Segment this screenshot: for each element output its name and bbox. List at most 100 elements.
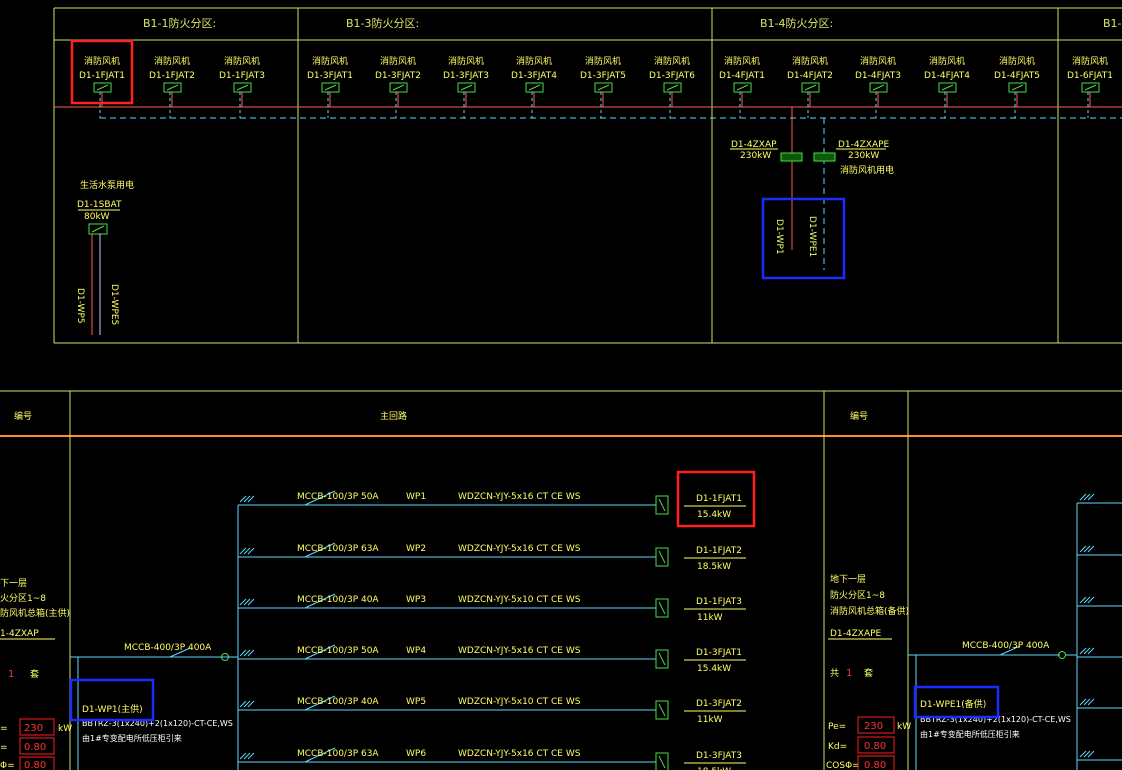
- right-cos-value: 0.80: [864, 760, 886, 770]
- incomer1-cable: BBTRZ-3(1x240)+2(1x120)-CT-CE,WS: [82, 719, 233, 728]
- fan-title: 消防风机: [84, 55, 120, 67]
- main-breaker-label: MCCB-400/3P 400A: [124, 643, 212, 653]
- incomer2-cable: BBTRZ-3(1x240)+2(1x120)-CT-CE,WS: [920, 715, 1071, 724]
- main-breaker2-label: MCCB-400/3P 400A: [962, 641, 1050, 651]
- zxape-note: 消防风机用电: [840, 164, 894, 176]
- incomer1-source: 由1#专变配电所低压柜引来: [82, 733, 182, 743]
- load-power: 11kW: [697, 715, 723, 725]
- left-cos-value: 0.80: [24, 760, 46, 770]
- incomer-left: MCCB-400/3P 400A D1-WP1(主供) BBTRZ-3(1x24…: [70, 505, 239, 770]
- load-power: 11kW: [697, 613, 723, 623]
- fan-code: D1-3FJAT1: [307, 71, 353, 81]
- fan-unit: 消防风机 D1-4FJAT3: [855, 55, 901, 118]
- right-panel-line: 防火分区1~8: [830, 589, 885, 601]
- load-power: 15.4kW: [697, 510, 731, 520]
- load-terminal-icon: [655, 700, 669, 720]
- fan-title: 消防风机: [585, 55, 621, 67]
- fan-title: 消防风机: [224, 55, 260, 67]
- fan-code: D1-1FJAT1: [79, 71, 125, 81]
- fan-title: 消防风机: [516, 55, 552, 67]
- left-panel-line: 火分区1~8: [0, 593, 46, 604]
- load-power: 18.5kW: [697, 767, 731, 770]
- load-code: D1-1FJAT3: [696, 597, 742, 607]
- load-code: D1-1FJAT2: [696, 546, 742, 556]
- left-pe-label: =: [0, 724, 8, 734]
- right-branch-stubs: [1077, 493, 1122, 761]
- load-terminal-icon: [655, 752, 669, 770]
- fan-title: 消防风机: [929, 55, 965, 67]
- fan-code: D1-3FJAT4: [511, 71, 557, 81]
- breaker-label: MCCB-100/3P 40A: [297, 697, 379, 707]
- right-panel-line: 消防风机总箱(备供): [830, 605, 909, 617]
- fan-code: D1-4FJAT3: [855, 71, 901, 81]
- fan-code: D1-3FJAT3: [443, 71, 489, 81]
- left-kd-label: =: [0, 743, 8, 753]
- highlight-box-blue: [69, 678, 155, 722]
- cable-label: WDZCN-YJY-5x16 CT CE WS: [458, 646, 581, 656]
- fan-title: 消防风机: [860, 55, 896, 67]
- zxap-code: D1-4ZXAP: [731, 140, 777, 150]
- fan-code: D1-3FJAT6: [649, 71, 695, 81]
- breaker-label: MCCB-100/3P 63A: [297, 544, 379, 554]
- breaker-label: MCCB-100/3P 40A: [297, 595, 379, 605]
- left-panel-count: 1: [8, 669, 14, 680]
- load-terminal-icon: [655, 649, 669, 669]
- fan-code: D1-3FJAT2: [375, 71, 421, 81]
- fan-code: D1-4FJAT2: [787, 71, 833, 81]
- left-panel-count-unit: 套: [30, 668, 39, 680]
- load-power: 15.4kW: [697, 664, 731, 674]
- right-pe-unit: kW: [897, 722, 911, 732]
- pump-line1: D1-WP5: [75, 288, 85, 324]
- circuit-row: MCCB-100/3P 40A WP5 WDZCN-YJY-5x10 CT CE W…: [238, 695, 746, 725]
- pump-line2: D1-WPE5: [109, 284, 119, 325]
- breaker-label: MCCB-100/3P 63A: [297, 749, 379, 759]
- cable-label: WDZCN-YJY-5x10 CT CE WS: [458, 697, 581, 707]
- right-pe-label: Pe=: [828, 722, 846, 732]
- highlight-box-red: [676, 470, 756, 528]
- incomer-right: MCCB-400/3P 400A D1-WPE1(备供) BBTRZ-3(1x2…: [908, 503, 1078, 770]
- breaker-symbol: [304, 644, 336, 660]
- wp-label: WP3: [406, 595, 426, 605]
- fan-unit: 消防风机 D1-1FJAT3: [219, 55, 265, 118]
- left-kd-value: 0.80: [24, 742, 46, 753]
- pump-power: 80kW: [84, 212, 110, 222]
- fan-code: D1-1FJAT2: [149, 71, 195, 81]
- wp-label: WP5: [406, 697, 426, 707]
- wp-label: WP1: [406, 492, 426, 502]
- load-code: D1-3FJAT1: [696, 648, 742, 658]
- breaker-symbol: [304, 542, 336, 558]
- breaker-label: MCCB-100/3P 50A: [297, 646, 379, 656]
- fan-columns: 消防风机D1-1FJAT1消防风机D1-1FJAT2消防风机D1-1FJAT3消…: [79, 55, 1113, 118]
- pump-code: D1-1SBAT: [77, 200, 122, 210]
- breaker-symbol: [304, 593, 336, 609]
- load-code: D1-3FJAT2: [696, 699, 742, 709]
- fan-code: D1-1FJAT3: [219, 71, 265, 81]
- pump-meter-icon: [88, 223, 108, 235]
- zxap-block: D1-4ZXAP 230kW D1-4ZXAPE 230kW 消防风机用电 D1…: [730, 107, 894, 270]
- right-kd-label: Kd=: [828, 742, 847, 752]
- zxap-power: 230kW: [740, 151, 771, 161]
- left-panel: 下一层 火分区1~8 防风机总箱(主供) 1-4ZXAP 1 套 = 230 k…: [0, 578, 72, 770]
- fan-code: D1-6FJAT1: [1067, 71, 1113, 81]
- left-pe-unit: kW: [58, 724, 72, 734]
- zone-label: B1-: [1103, 17, 1122, 30]
- fan-title: 消防风机: [654, 55, 690, 67]
- load-terminal-icon: [655, 547, 669, 567]
- breaker-symbol: [304, 490, 336, 506]
- zxape-power: 230kW: [848, 151, 879, 161]
- right-panel-line: 地下一层: [830, 573, 866, 585]
